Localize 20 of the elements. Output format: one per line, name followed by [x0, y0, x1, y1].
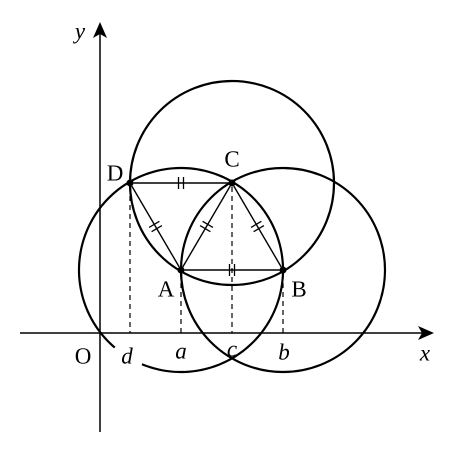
point-label: B	[291, 278, 307, 300]
axis-label: x	[420, 342, 430, 364]
point-label: C	[224, 148, 240, 170]
origin-label: O	[74, 344, 92, 368]
point-dot	[178, 266, 184, 274]
line-segment	[184, 269, 280, 271]
line-segment	[233, 186, 282, 268]
line-segment	[131, 186, 180, 268]
point-dot	[126, 180, 134, 186]
coordinate-label: d	[121, 344, 133, 368]
line-segment	[134, 182, 228, 184]
axis-label: y	[74, 20, 86, 42]
coordinate-label: a	[175, 340, 187, 362]
coordinate-label: c	[226, 338, 238, 360]
point-label: D	[106, 162, 124, 184]
point-dot	[280, 266, 286, 274]
point-dot	[228, 180, 236, 186]
line-segment	[182, 186, 231, 268]
point-label: A	[158, 278, 174, 300]
coordinate-label: b	[278, 340, 290, 364]
